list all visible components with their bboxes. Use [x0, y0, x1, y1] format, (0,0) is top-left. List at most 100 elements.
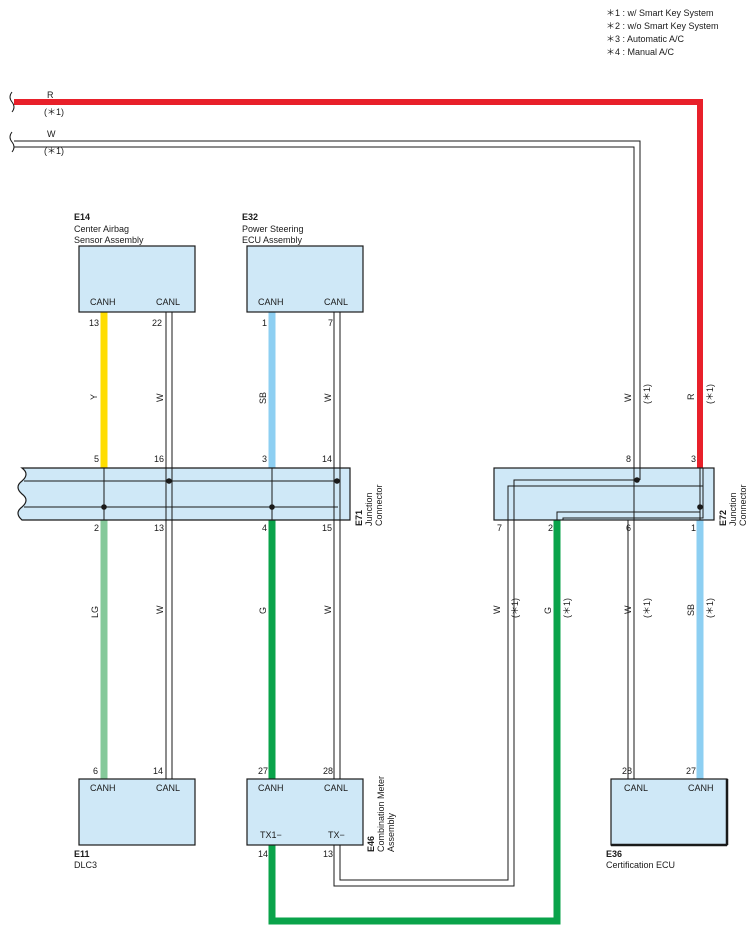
pin-number: 16	[154, 454, 164, 464]
pin-number: 22	[152, 318, 162, 328]
pin-number: 2	[548, 523, 553, 533]
pin-number: 14	[258, 849, 268, 859]
component-e32: E32 Power Steering ECU Assembly CANH CAN…	[242, 212, 364, 313]
pin-number: 1	[691, 523, 696, 533]
legend: ＊1 : w/ Smart Key System ＊2 : w/o Smart …	[606, 8, 719, 57]
terminal-label: CANH	[258, 297, 284, 307]
terminal-label: TX1−	[260, 830, 282, 840]
terminal-label: CANL	[324, 297, 348, 307]
wire-break-mark	[9, 131, 15, 153]
wire-note: (＊1)	[44, 107, 64, 117]
component-code: E72	[718, 510, 728, 526]
pin-number: 14	[153, 766, 163, 776]
pin-number: 13	[89, 318, 99, 328]
pin-number: 6	[626, 523, 631, 533]
wire-label: SB	[686, 604, 696, 616]
wire-label: W	[623, 393, 633, 402]
wire-label: W	[155, 393, 165, 402]
component-name: Power Steering	[242, 224, 304, 234]
pin-number: 4	[262, 523, 267, 533]
terminal-label: CANL	[156, 783, 180, 793]
wire-note: (＊1)	[705, 384, 715, 404]
pin-number: 28	[622, 766, 632, 776]
component-name: Junction	[728, 492, 738, 526]
component-name: Connector	[738, 484, 748, 526]
terminal-label: CANL	[624, 783, 648, 793]
pin-number: 2	[94, 523, 99, 533]
pin-number: 3	[262, 454, 267, 464]
wire-w-e14-canl	[165, 312, 173, 468]
component-name: Junction	[364, 492, 374, 526]
wire-label: R	[686, 393, 696, 400]
pin-number: 7	[328, 318, 333, 328]
wire-label: W	[323, 393, 333, 402]
wire-w-e46-canl	[333, 520, 341, 779]
wire-label: W	[623, 605, 633, 614]
component-name: Center Airbag	[74, 224, 129, 234]
pin-number: 15	[322, 523, 332, 533]
pin-number: 3	[691, 454, 696, 464]
wire-w-e32-canl	[333, 312, 341, 468]
component-name: Certification ECU	[606, 860, 675, 870]
wire-w-top	[14, 140, 641, 468]
wire-label: Y	[89, 394, 99, 400]
pin-number: 13	[323, 849, 333, 859]
component-code: E14	[74, 212, 90, 222]
terminal-label: TX−	[328, 830, 345, 840]
pin-number: 13	[154, 523, 164, 533]
component-e46: CANH CANL TX1− TX− E46 Combination Meter…	[246, 776, 396, 852]
terminal-label: CANH	[90, 783, 116, 793]
component-name: Connector	[374, 484, 384, 526]
wire-note: (＊1)	[705, 598, 715, 618]
terminal-label: CANH	[90, 297, 116, 307]
wire-label: W	[492, 605, 502, 614]
component-e36: CANL CANH E36 Certification ECU	[606, 778, 729, 870]
component-code: E11	[74, 849, 90, 859]
component-name: DLC3	[74, 860, 97, 870]
component-e14: E14 Center Airbag Sensor Assembly CANH C…	[74, 212, 196, 313]
wire-note: (＊1)	[562, 598, 572, 618]
terminal-label: CANH	[258, 783, 284, 793]
legend-item-4: ＊4 : Manual A/C	[606, 47, 675, 57]
component-e11: CANH CANL E11 DLC3	[74, 778, 196, 870]
wire-label: LG	[90, 606, 100, 618]
pin-number: 1	[262, 318, 267, 328]
component-code: E32	[242, 212, 258, 222]
wire-label: SB	[258, 392, 268, 404]
pin-number: 27	[258, 766, 268, 776]
wire-note: (＊1)	[642, 598, 652, 618]
wire-w-e36-canl	[627, 520, 635, 779]
pin-number: 6	[93, 766, 98, 776]
legend-item-3: ＊3 : Automatic A/C	[606, 34, 685, 44]
wire-w-e11-canl	[165, 520, 173, 779]
terminal-label: CANL	[156, 297, 180, 307]
component-name: Combination Meter	[376, 776, 386, 852]
wire-label: W	[47, 129, 56, 139]
wire-label: W	[323, 605, 333, 614]
component-e71: E71 Junction Connector	[17, 467, 384, 526]
pin-number: 5	[94, 454, 99, 464]
component-code: E36	[606, 849, 622, 859]
terminal-label: CANH	[688, 783, 714, 793]
pin-number: 28	[323, 766, 333, 776]
wire-note: (＊1)	[44, 146, 64, 156]
wire-label: G	[258, 607, 268, 614]
component-name: ECU Assembly	[242, 235, 303, 245]
pin-number: 14	[322, 454, 332, 464]
component-e72: E72 Junction Connector	[493, 467, 748, 526]
component-code: E46	[366, 836, 376, 852]
wire-note: (＊1)	[510, 598, 520, 618]
wire-note: (＊1)	[642, 384, 652, 404]
wire-label: G	[543, 607, 553, 614]
wire-label: W	[155, 605, 165, 614]
pin-number: 27	[686, 766, 696, 776]
legend-item-1: ＊1 : w/ Smart Key System	[606, 8, 714, 18]
pin-number: 7	[497, 523, 502, 533]
terminal-label: CANL	[324, 783, 348, 793]
component-code: E71	[354, 510, 364, 526]
legend-item-2: ＊2 : w/o Smart Key System	[606, 21, 719, 31]
component-name: Sensor Assembly	[74, 235, 144, 245]
wire-r-top	[14, 99, 703, 468]
wire-break-mark	[9, 91, 15, 113]
